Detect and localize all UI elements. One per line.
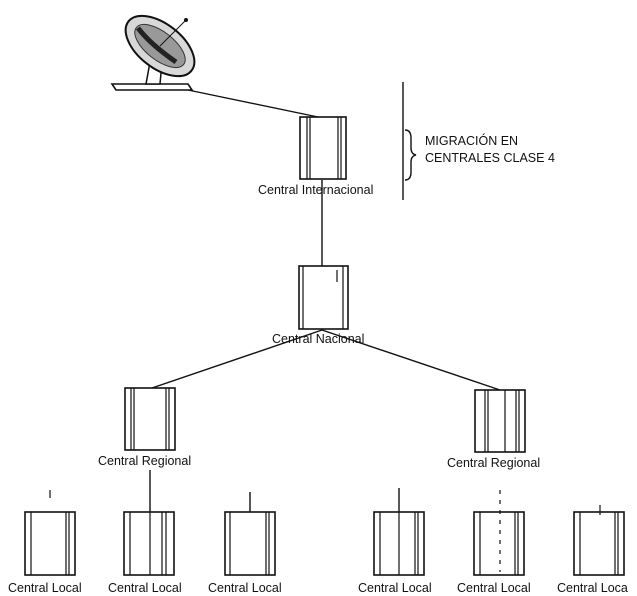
central-local-5: Central Local [457,490,531,595]
central-regional-right: Central Regional [447,389,540,470]
node-label-local-3: Central Local [208,581,282,595]
central-local-3: Central Local [208,511,282,595]
switch-cabinet-icon [373,511,425,576]
node-label-local-6: Central Loca [557,581,628,595]
switch-cabinet-icon [123,511,175,576]
node-label-local-1: Central Local [8,581,82,595]
central-nacional: Central Nacional [272,265,364,346]
central-internacional: Central Internacional [258,116,373,197]
switch-cabinet-icon [224,511,276,576]
central-local-4: Central Local [358,511,432,595]
migration-annotation: MIGRACIÓN EN CENTRALES CLASE 4 [402,82,555,200]
node-label-regional-right: Central Regional [447,456,540,470]
central-regional-left: Central Regional [98,387,191,468]
switch-cabinet-icon [124,387,176,451]
connections [149,89,501,515]
node-label-local-4: Central Local [358,581,432,595]
switch-cabinet-icon [298,265,349,330]
central-local-6: Central Loca [557,505,628,595]
switch-cabinet-icon [24,490,76,576]
node-label-regional-left: Central Regional [98,454,191,468]
central-local-1: Central Local [8,490,82,595]
satellite-dish-icon [110,14,196,91]
switch-cabinet-icon [299,116,347,180]
central-local-2: Central Local [108,511,182,595]
annotation-line-2: CENTRALES CLASE 4 [425,151,555,165]
link-nacional-regional-right [321,329,501,391]
switch-cabinet-icon [474,389,526,453]
node-label-internacional: Central Internacional [258,183,373,197]
link-satellite-internacional [187,89,319,118]
switch-cabinet-icon [473,490,525,576]
link-nacional-regional-left [151,329,323,389]
switch-cabinet-icon [573,505,625,576]
curly-brace-icon [404,129,417,181]
node-label-local-2: Central Local [108,581,182,595]
node-label-nacional: Central Nacional [272,332,364,346]
annotation-line-1: MIGRACIÓN EN [425,133,518,148]
node-label-local-5: Central Local [457,581,531,595]
